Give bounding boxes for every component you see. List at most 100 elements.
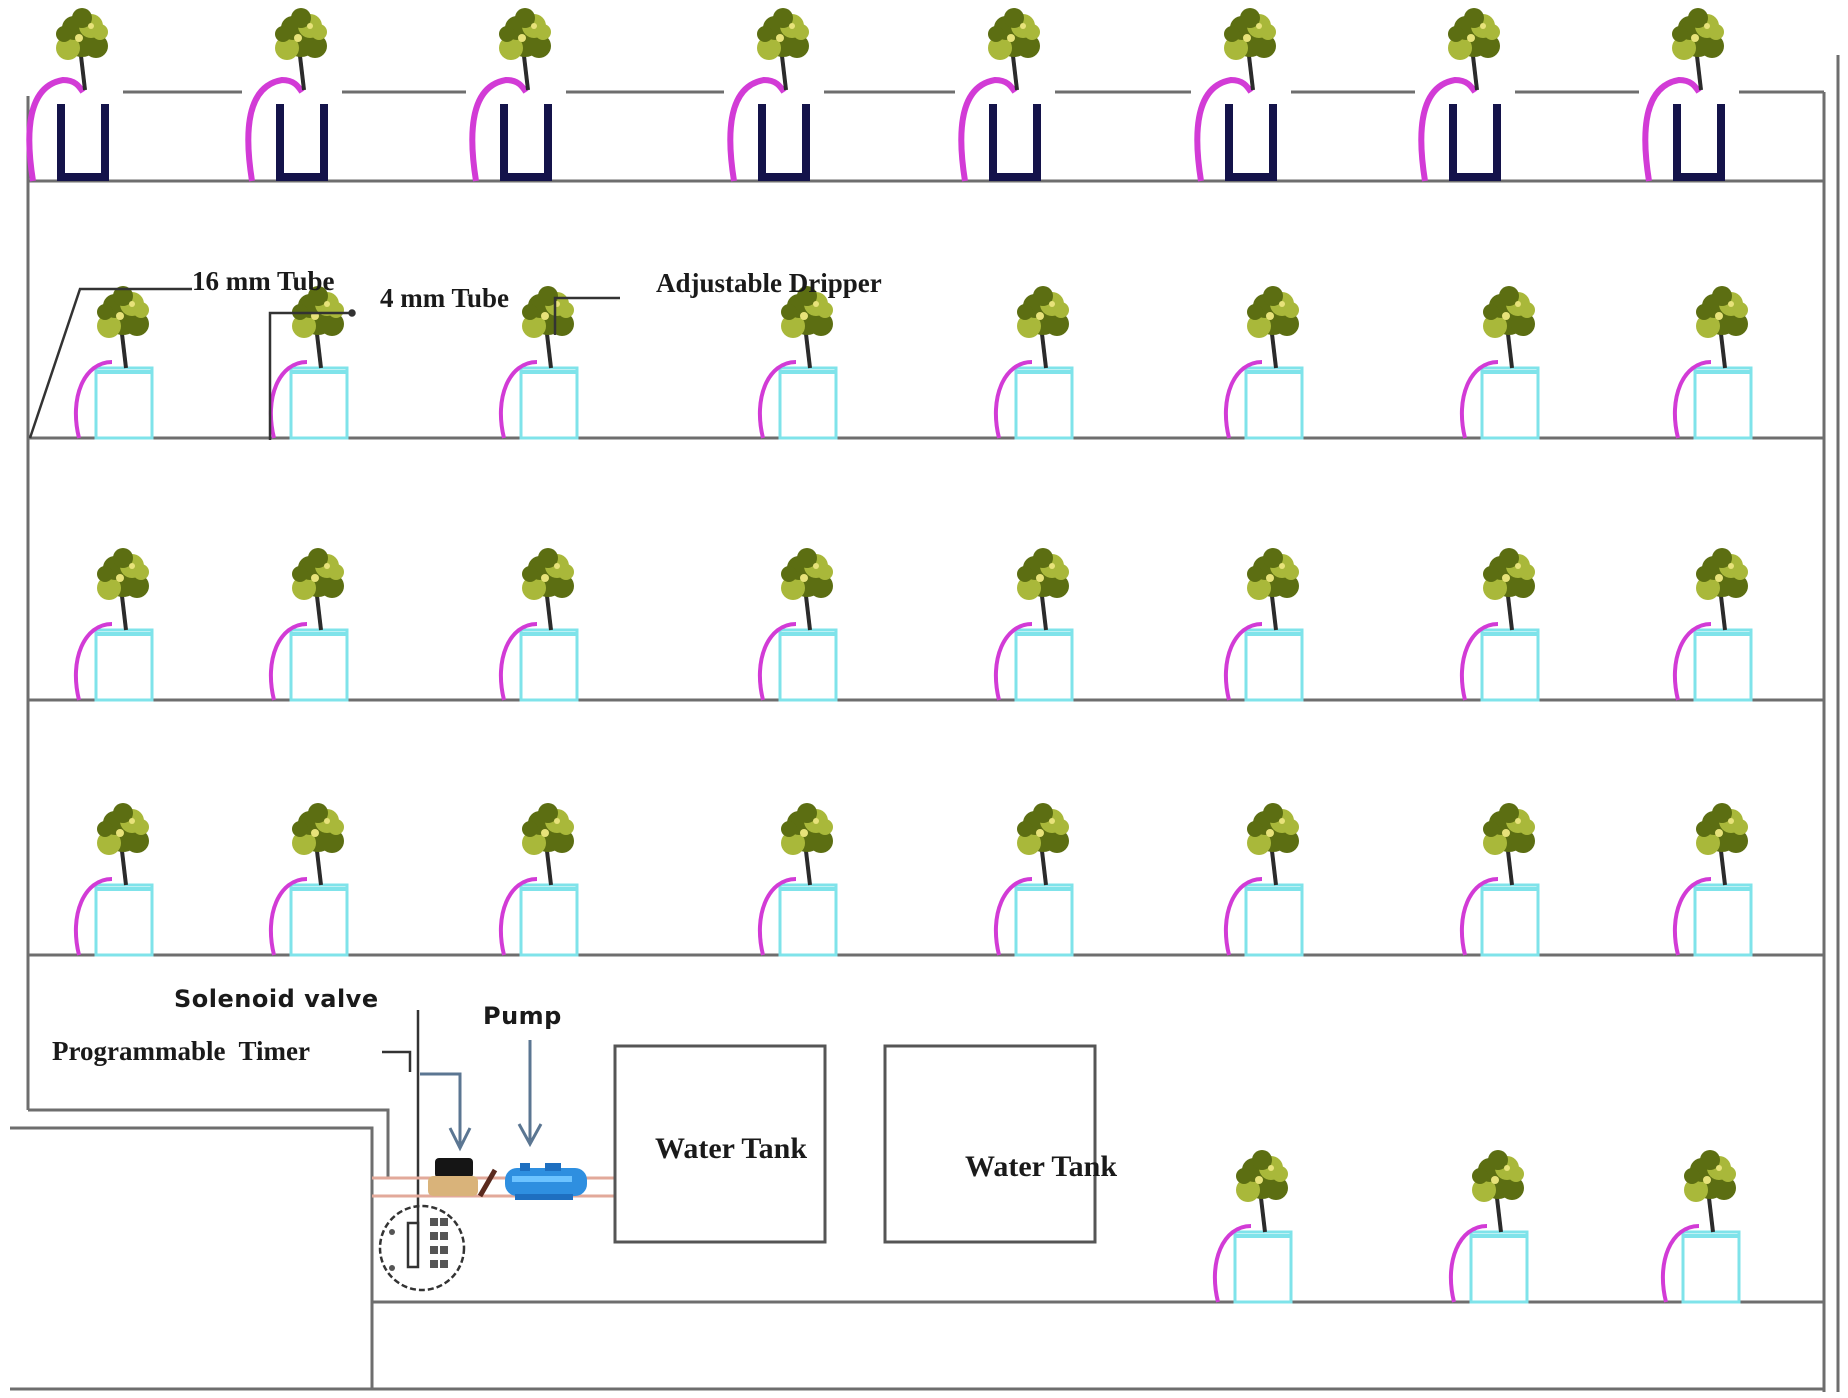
plant-unit bbox=[1459, 286, 1540, 440]
plant-unit bbox=[498, 286, 579, 440]
plant-unit bbox=[1212, 1150, 1293, 1304]
shelf-5 bbox=[1212, 1150, 1741, 1304]
timer-icon bbox=[378, 1204, 466, 1292]
plant-unit bbox=[466, 8, 566, 182]
plant-unit bbox=[1191, 8, 1291, 182]
plant-icon bbox=[988, 8, 1040, 91]
plant-unit bbox=[993, 286, 1074, 440]
solenoid-arrowhead bbox=[448, 1127, 472, 1152]
plant-unit bbox=[1223, 803, 1304, 957]
plant-icon bbox=[1247, 286, 1299, 369]
plant-unit bbox=[498, 548, 579, 702]
plant-unit bbox=[1672, 803, 1753, 957]
plant-unit bbox=[268, 548, 349, 702]
plant-unit bbox=[268, 286, 349, 440]
plant-unit bbox=[73, 548, 154, 702]
plant-unit bbox=[242, 8, 342, 182]
solenoid-arrow bbox=[420, 1072, 462, 1145]
plant-icon bbox=[1448, 8, 1500, 91]
plant-icon bbox=[56, 8, 108, 91]
plant-icon bbox=[1472, 1150, 1524, 1233]
plant-icon bbox=[292, 548, 344, 631]
shelves-group bbox=[23, 8, 1824, 1304]
plant-unit bbox=[498, 803, 579, 957]
plant-icon bbox=[292, 803, 344, 886]
leader-dripper bbox=[553, 296, 620, 335]
water-tank-2 bbox=[883, 1044, 1097, 1244]
plant-icon bbox=[757, 8, 809, 91]
pump-arrowhead bbox=[517, 1123, 543, 1148]
plant-icon bbox=[97, 286, 149, 369]
plant-icon bbox=[97, 803, 149, 886]
plant-unit bbox=[1223, 548, 1304, 702]
plant-unit bbox=[1639, 8, 1739, 182]
shelf-1 bbox=[23, 8, 1824, 183]
plant-icon bbox=[1483, 286, 1535, 369]
plant-unit bbox=[1660, 1150, 1741, 1304]
label-programmable-timer: Programmable Timer bbox=[52, 1036, 310, 1066]
plant-icon bbox=[781, 286, 833, 369]
plant-icon bbox=[1017, 548, 1069, 631]
plant-icon bbox=[781, 548, 833, 631]
leader-16mm-tube bbox=[28, 287, 192, 439]
plant-unit bbox=[955, 8, 1055, 182]
label-16mm-tube: 16 mm Tube bbox=[192, 266, 335, 296]
plant-icon bbox=[1483, 548, 1535, 631]
plant-unit bbox=[757, 803, 838, 957]
plant-icon bbox=[1236, 1150, 1288, 1233]
leader-timer bbox=[382, 1050, 412, 1072]
plant-unit bbox=[724, 8, 824, 182]
plant-unit bbox=[1223, 286, 1304, 440]
label-4mm-tube: 4 mm Tube bbox=[380, 283, 510, 313]
plant-unit bbox=[1672, 286, 1753, 440]
plant-unit bbox=[23, 8, 123, 182]
label-water-tank-2: Water Tank bbox=[965, 1150, 1118, 1183]
plant-icon bbox=[97, 548, 149, 631]
leader-lines bbox=[28, 287, 620, 1250]
plant-icon bbox=[1017, 286, 1069, 369]
plant-icon bbox=[781, 803, 833, 886]
plant-icon bbox=[1696, 286, 1748, 369]
plant-icon bbox=[292, 286, 344, 369]
plant-icon bbox=[522, 286, 574, 369]
plant-icon bbox=[1017, 803, 1069, 886]
plant-unit bbox=[1459, 803, 1540, 957]
label-pump: Pump bbox=[483, 1002, 562, 1030]
plant-unit bbox=[757, 286, 838, 440]
plant-icon bbox=[1483, 803, 1535, 886]
plant-unit bbox=[1415, 8, 1515, 182]
label-adjustable-dripper: Adjustable Dripper bbox=[656, 268, 882, 298]
plant-icon bbox=[1696, 803, 1748, 886]
plant-unit bbox=[993, 548, 1074, 702]
label-water-tank-1: Water Tank bbox=[655, 1132, 808, 1165]
leader-4mm-dot bbox=[348, 309, 356, 317]
plant-icon bbox=[499, 8, 551, 91]
plant-unit bbox=[1672, 548, 1753, 702]
water-tank-1 bbox=[613, 1044, 827, 1244]
plant-unit bbox=[993, 803, 1074, 957]
plant-icon bbox=[522, 803, 574, 886]
plant-unit bbox=[1459, 548, 1540, 702]
plant-icon bbox=[1247, 548, 1299, 631]
plant-icon bbox=[1672, 8, 1724, 91]
pointer-arrows bbox=[420, 1040, 543, 1152]
plant-unit bbox=[73, 286, 154, 440]
pump-icon bbox=[505, 1163, 587, 1200]
shelf-4 bbox=[28, 803, 1824, 957]
leader-4mm-tube bbox=[268, 311, 352, 440]
plant-unit bbox=[73, 803, 154, 957]
plant-icon bbox=[1696, 548, 1748, 631]
plant-icon bbox=[275, 8, 327, 91]
plant-icon bbox=[1684, 1150, 1736, 1233]
upper-step-outline bbox=[28, 1108, 390, 1178]
rack-frame bbox=[10, 55, 1840, 1392]
lower-block-outline bbox=[10, 1126, 374, 1389]
plant-icon bbox=[1247, 803, 1299, 886]
shelf-3 bbox=[28, 548, 1824, 702]
plant-unit bbox=[757, 548, 838, 702]
solenoid-valve-icon bbox=[428, 1158, 498, 1198]
plant-unit bbox=[1448, 1150, 1529, 1304]
plant-icon bbox=[1224, 8, 1276, 91]
